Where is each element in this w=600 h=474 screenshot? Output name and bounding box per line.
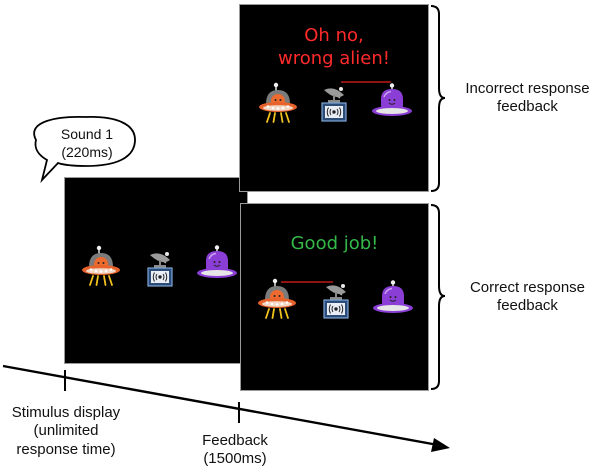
correct-feedback-screen: Good job! [240,203,429,391]
connector-line [341,81,391,83]
incorrect-label-line1: Incorrect response [465,80,590,97]
feedback-label-line1: Feedback [202,432,268,449]
feedback-label-line2: (1500ms) [203,450,267,468]
feedback-duration-label: Feedback (1500ms) [185,432,285,469]
correct-feedback-message: Good job! [290,233,379,254]
incorrect-message-line2: wrong alien! [277,48,391,70]
correct-feedback-label: Correct response feedback [455,279,600,316]
speech-bubble-text: Sound 1 (220ms) [40,126,134,161]
connector-line [281,281,333,283]
speech-bubble-line2: (220ms) [61,143,113,160]
incorrect-feedback-screen: Oh no, wrong alien! [239,4,429,192]
correct-label-line2: feedback [497,297,558,315]
incorrect-message-line1: Oh no, [304,25,364,46]
stimulus-display-label: Stimulus display (unlimited response tim… [0,404,132,459]
stimulus-label-line1: Stimulus display [11,404,121,421]
incorrect-label-line2: feedback [497,98,558,116]
incorrect-feedback-message: Oh no, wrong alien! [240,24,428,71]
stimulus-label-line3: response time) [16,440,116,458]
incorrect-feedback-label: Incorrect response feedback [455,80,600,117]
correct-label-line1: Correct response [469,279,586,296]
stimulus-screen [64,177,248,364]
stimulus-label-line2: (unlimited [33,422,99,440]
speech-bubble-line1: Sound 1 [60,126,114,142]
